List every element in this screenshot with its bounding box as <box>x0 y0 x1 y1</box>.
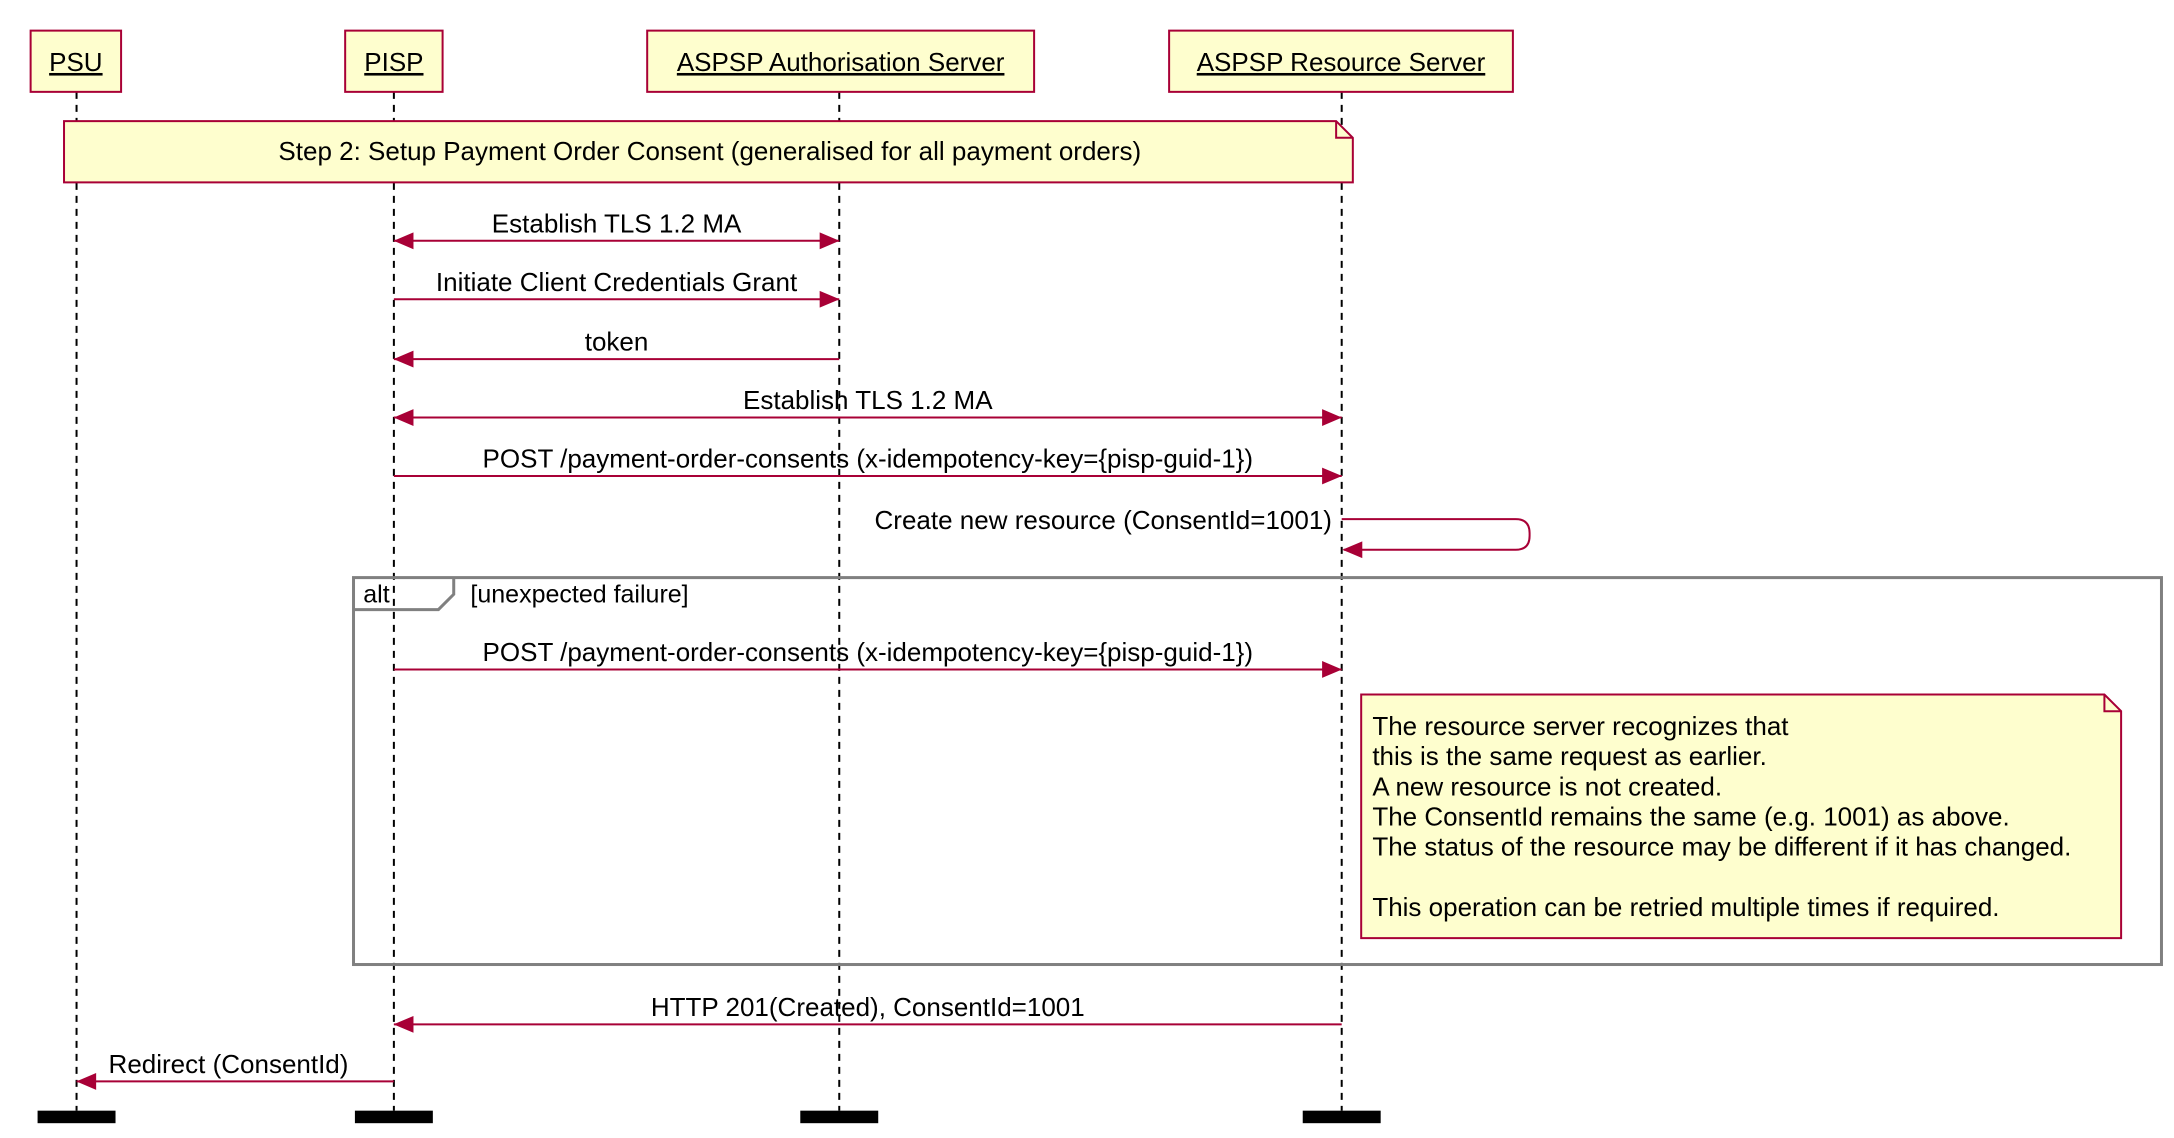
arrowhead <box>1322 661 1342 678</box>
message-label: Establish TLS 1.2 MA <box>743 385 993 415</box>
idempotency-note-line: This operation can be retried multiple t… <box>1372 892 1999 922</box>
participant-label-as: ASPSP Authorisation Server <box>677 47 1005 77</box>
message-label: token <box>585 327 649 357</box>
participant-heads: PSU PISP ASPSP Authorisation Server ASPSP R… <box>29 29 1514 93</box>
message-7: POST /payment-order-consents (x-idempote… <box>393 637 1342 678</box>
alt-fragment-tab <box>353 577 456 612</box>
message-2: Initiate Client Credentials Grant <box>393 267 840 308</box>
lifeline-end-pisp <box>354 1110 433 1124</box>
participant-label-rs: ASPSP Resource Server <box>1197 47 1486 77</box>
message-label: Initiate Client Credentials Grant <box>436 267 798 297</box>
messages: Establish TLS 1.2 MA Initiate Client Cred… <box>76 208 1531 1090</box>
participant-box-pisp <box>344 29 444 93</box>
notes: Step 2: Setup Payment Order Consent (gen… <box>63 120 2123 940</box>
message-8: HTTP 201(Created), ConsentId=1001 <box>393 992 1342 1033</box>
step-note-fold <box>1335 121 1353 139</box>
alt-keyword: alt <box>363 581 389 609</box>
message-label: HTTP 201(Created), ConsentId=1001 <box>651 992 1085 1022</box>
idempotency-note-line: The status of the resource may be differ… <box>1372 832 2071 862</box>
participant-label-pisp: PISP <box>364 47 423 77</box>
lifeline-end-rs <box>1302 1110 1381 1124</box>
participant-box-rs <box>1168 29 1514 93</box>
idempotency-note-line: this is the same request as earlier. <box>1372 741 1767 771</box>
lifeline-end-psu <box>37 1110 116 1124</box>
message-label: POST /payment-order-consents (x-idempote… <box>483 637 1253 667</box>
idempotency-note-line: The resource server recognizes that <box>1372 711 1789 741</box>
idempotency-note-fold <box>2103 694 2122 713</box>
arrowhead <box>1342 541 1363 559</box>
arrowhead <box>819 290 840 308</box>
message-9: Redirect (ConsentId) <box>76 1049 394 1090</box>
arrowhead <box>76 1073 97 1090</box>
participant-box-as <box>646 29 1036 93</box>
lifelines <box>37 91 1381 1124</box>
step-note <box>63 120 1354 184</box>
idempotency-note-line: The ConsentId remains the same (e.g. 100… <box>1372 801 2009 831</box>
arrowhead <box>1322 467 1342 485</box>
arrowhead-start <box>393 232 414 250</box>
message-6: Create new resource (ConsentId=1001) <box>875 505 1531 559</box>
fragments: alt [unexpected failure] <box>352 576 2163 967</box>
arrowhead <box>393 1015 414 1033</box>
lifeline-end-as <box>800 1110 879 1124</box>
message-label: Redirect (ConsentId) <box>109 1049 349 1079</box>
message-1: Establish TLS 1.2 MA <box>393 208 840 250</box>
message-5: POST /payment-order-consents (x-idempote… <box>393 444 1342 485</box>
participant-label-psu: PSU <box>49 47 102 77</box>
arrowhead <box>819 232 840 250</box>
message-label: POST /payment-order-consents (x-idempote… <box>483 444 1253 474</box>
arrowhead-start <box>393 409 414 426</box>
message-3: token <box>393 327 840 368</box>
self-message-line <box>1341 518 1531 551</box>
idempotency-note-line: A new resource is not created. <box>1372 771 1722 801</box>
arrowhead <box>393 350 414 368</box>
arrowhead <box>1322 409 1342 426</box>
message-label: Establish TLS 1.2 MA <box>492 208 742 238</box>
alt-fragment <box>352 576 2163 967</box>
alt-condition: [unexpected failure] <box>470 581 688 609</box>
message-4: Establish TLS 1.2 MA <box>393 385 1342 426</box>
participant-box-psu <box>29 29 123 93</box>
step-note-text: Step 2: Setup Payment Order Consent (gen… <box>278 136 1141 166</box>
message-label: Create new resource (ConsentId=1001) <box>875 505 1332 535</box>
idempotency-note <box>1360 693 2123 940</box>
